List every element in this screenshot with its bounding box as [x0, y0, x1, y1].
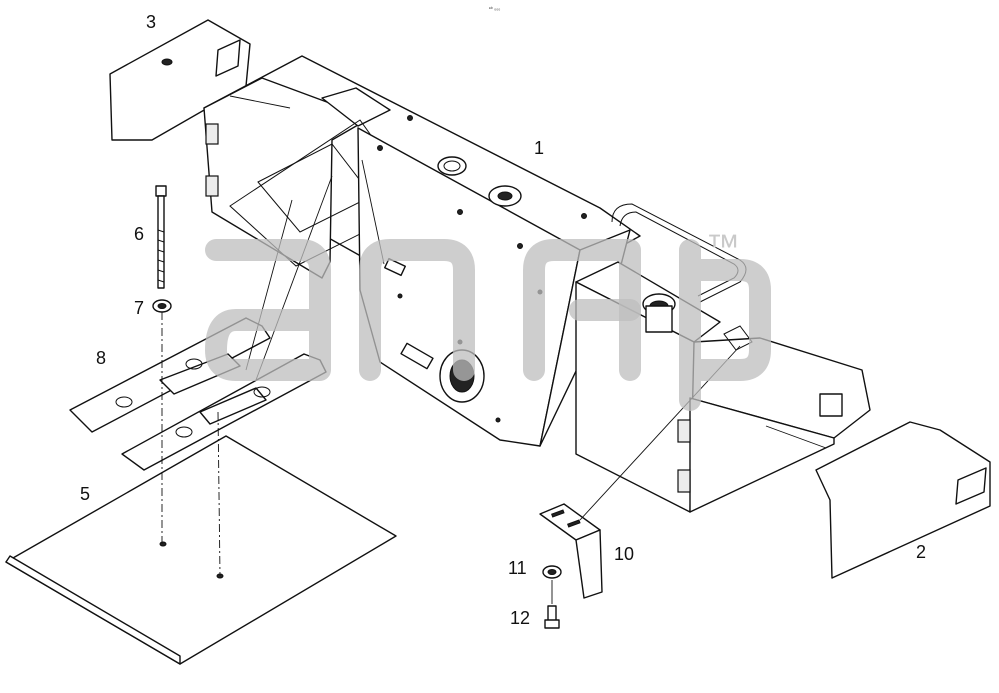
part-6-long-bolt — [155, 185, 167, 289]
callout-3: 3 — [146, 12, 156, 32]
part-2-cover-panel — [815, 421, 991, 579]
callout-10: 10 — [614, 544, 634, 564]
header-code: ᵉᵇ ₀₀₀ — [489, 6, 500, 12]
watermark-trademark: ™ — [706, 228, 740, 266]
callout-2: 2 — [916, 542, 926, 562]
callout-7: 7 — [134, 298, 144, 318]
callout-12: 12 — [510, 608, 530, 628]
callout-6: 6 — [134, 224, 144, 244]
part-7-washer — [152, 299, 172, 313]
callout-labels: 1 2 3 5 6 7 8 10 11 12 — [80, 12, 926, 628]
part-8-support-rails — [69, 317, 327, 471]
part-12-bolt — [544, 605, 560, 629]
callout-8: 8 — [96, 348, 106, 368]
callout-11: 11 — [508, 558, 527, 578]
callout-1: 1 — [534, 138, 544, 158]
part-10-bracket — [539, 503, 603, 599]
watermark-logo: ™ — [205, 228, 771, 411]
part-3-cover-panel — [109, 19, 251, 141]
part-11-washer — [542, 565, 562, 579]
part-5-bottom-plate — [5, 435, 397, 665]
callout-5: 5 — [80, 484, 90, 504]
